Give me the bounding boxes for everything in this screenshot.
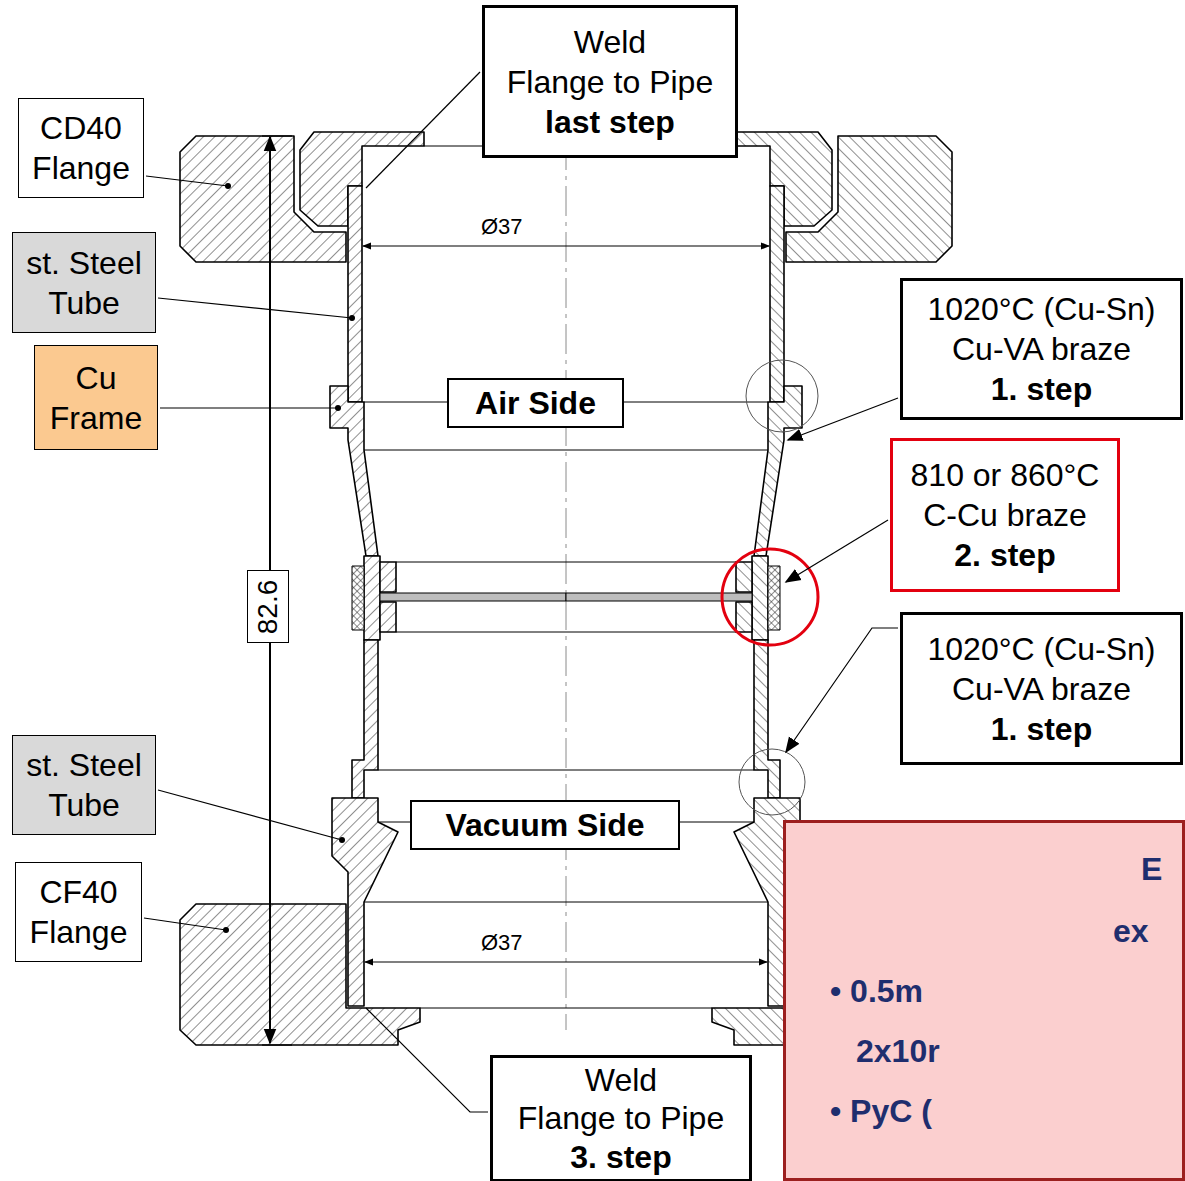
leader-line: [158, 298, 352, 318]
clamp-ring: [380, 562, 396, 592]
box-text: 3. step: [570, 1138, 671, 1176]
braze-step-box: 1020°C (Cu-Sn) Cu-VA braze1. step: [900, 612, 1183, 765]
highlight-circle: [722, 549, 818, 645]
leader-line: [366, 72, 480, 188]
leader-dot: [349, 315, 355, 321]
note-box: Eex • 0.5m 2x10r• PyC (: [783, 820, 1185, 1181]
box-text: 1020°C (Cu-Sn) Cu-VA braze: [909, 289, 1174, 369]
box-text: 82.6: [254, 579, 282, 634]
leader-arrow: [786, 520, 888, 582]
leader-dots: [223, 183, 355, 933]
box-text: Air Side: [475, 383, 596, 423]
detail-circle: [746, 360, 818, 432]
box-text: CF40 Flange: [22, 872, 135, 952]
box-text: 1. step: [991, 369, 1092, 409]
part-label: Cu Frame: [34, 345, 158, 450]
leader-dot: [339, 837, 345, 843]
part-label: st. Steel Tube: [12, 232, 156, 333]
leader-dot: [225, 183, 231, 189]
side-label: Air Side: [447, 378, 624, 428]
box-text: Flange to Pipe: [507, 62, 713, 102]
box-text: • 0.5m 2x10r: [830, 961, 990, 1081]
dimension-text: Ø37: [478, 214, 526, 240]
side-label: Vacuum Side: [410, 800, 680, 850]
part-label: CD40 Flange: [18, 98, 144, 198]
diameter-dimension: [365, 961, 767, 962]
upper-steel-tube: [348, 186, 362, 402]
dimension-text: Ø37: [478, 930, 526, 956]
bore-edge: [364, 902, 768, 903]
detail-circle: [739, 749, 805, 815]
box-text: • PyC (: [830, 1081, 932, 1141]
leader-line: [146, 176, 228, 186]
extension-line: [262, 135, 292, 136]
box-text: Weld: [574, 22, 646, 62]
leader-line: [144, 918, 226, 930]
box-text: st. Steel Tube: [19, 745, 149, 825]
box-text: Flange to Pipe: [518, 1099, 724, 1137]
box-text: 1020°C (Cu-Sn) Cu-VA braze: [909, 629, 1174, 709]
lower-copper-frame: [352, 640, 378, 798]
dimension-lines: [262, 136, 769, 1045]
box-text: CD40 Flange: [25, 108, 137, 188]
clamp-ring: [380, 602, 396, 632]
bore-edge-lines: [364, 146, 768, 1008]
leader-dot: [223, 927, 229, 933]
box-text: ex: [1113, 911, 1149, 951]
box-text: Vacuum Side: [445, 805, 644, 845]
left-wall-section: [180, 132, 566, 1045]
bore-edge: [396, 632, 736, 633]
detail-marks: [722, 360, 818, 815]
diameter-dimension: [363, 245, 769, 246]
dimension-label: 82.6: [247, 570, 289, 643]
cf40-flange-section: [180, 904, 420, 1045]
pyc-foil: [380, 593, 566, 601]
leader-dot: [335, 405, 341, 411]
bore-edge: [364, 450, 768, 451]
box-text: last step: [545, 102, 675, 142]
box-text: 810 or 860°C C-Cu braze: [899, 455, 1111, 535]
braze-layer: [352, 566, 364, 630]
part-label: st. Steel Tube: [12, 735, 156, 835]
bore-edge: [396, 562, 736, 563]
box-text: 1. step: [991, 709, 1092, 749]
weld-step-box: WeldFlange to Pipe3. step: [490, 1055, 752, 1181]
upper-copper-frame: [330, 386, 378, 556]
leader-line: [366, 1008, 488, 1112]
leader-line: [158, 790, 342, 840]
box-text: Cu Frame: [41, 358, 151, 438]
part-label: CF40 Flange: [15, 862, 142, 962]
leader-arrow: [786, 628, 898, 752]
braze-step-box: 1020°C (Cu-Sn) Cu-VA braze1. step: [900, 278, 1183, 420]
box-text: st. Steel Tube: [19, 243, 149, 323]
window-holder: [364, 556, 380, 640]
leader-line: [160, 407, 338, 408]
bore-edge: [420, 1008, 712, 1009]
braze-step-box: 810 or 860°C C-Cu braze2. step: [890, 438, 1120, 592]
bore-edge: [378, 770, 754, 771]
weld-step-box: WeldFlange to Pipelast step: [482, 5, 738, 158]
box-text: 2. step: [954, 535, 1055, 575]
box-text: Weld: [585, 1061, 657, 1099]
extension-line: [262, 1044, 292, 1045]
box-text: E: [1141, 849, 1162, 889]
center-axis: [566, 140, 567, 1030]
leader-arrow: [788, 398, 898, 440]
